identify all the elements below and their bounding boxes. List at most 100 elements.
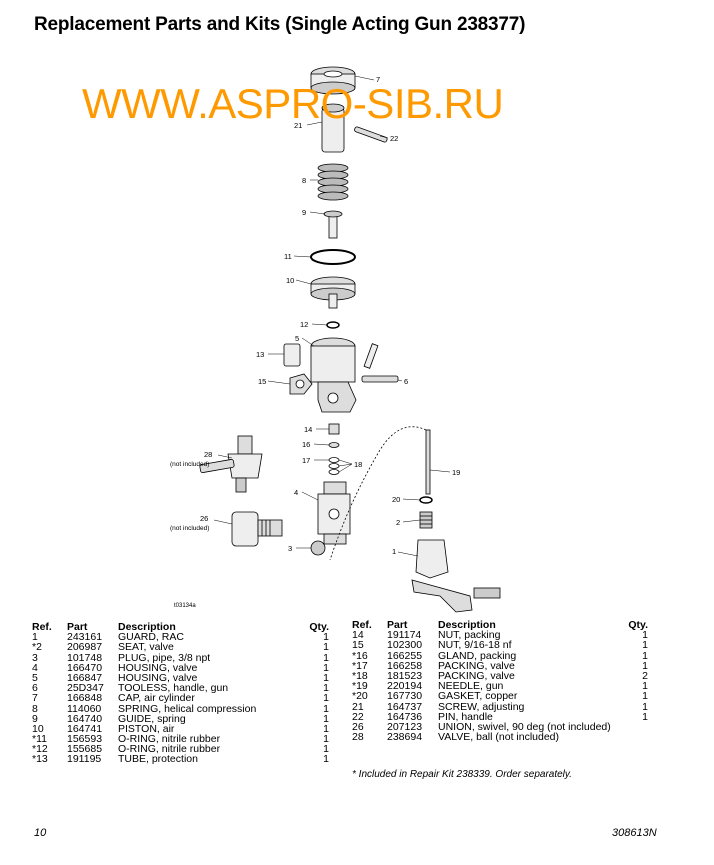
cell-qty: 1 [323, 753, 329, 766]
cell-qty: 1 [323, 743, 329, 756]
part-9-guide [323, 210, 343, 239]
cell-qty: 1 [323, 682, 329, 695]
cell-qty: 1 [323, 641, 329, 654]
callout-2: 2 [396, 518, 400, 527]
callout-16: 16 [302, 440, 310, 449]
callout-7: 7 [376, 75, 380, 84]
header-part: Part [67, 621, 88, 633]
callout-28: 28 [204, 450, 212, 459]
callout-28-note: (not included) [170, 461, 209, 468]
cell-ref: 26 [352, 720, 364, 733]
cell-ref: 9 [32, 712, 38, 725]
cell-description: O-RING, nitrile rubber [118, 743, 221, 756]
cell-description: HOUSING, valve [118, 661, 198, 674]
cell-part: 191174 [387, 629, 422, 642]
part-19-needle [329, 426, 431, 561]
cell-ref: *18 [352, 669, 368, 682]
header-description: Description [438, 619, 496, 631]
part-15-nut [289, 373, 313, 395]
cell-ref: 7 [32, 692, 38, 705]
callout-22: 22 [390, 134, 398, 143]
cell-qty: 1 [642, 629, 648, 642]
cell-ref: *20 [352, 690, 368, 703]
cell-ref: 28 [352, 731, 364, 744]
cell-part: 155685 [67, 743, 103, 756]
cell-description: NUT, 9/16-18 nf [438, 639, 512, 652]
cell-part: 166847 [67, 671, 103, 684]
cell-ref: 1 [32, 631, 38, 644]
cell-description: PIN, handle [438, 710, 493, 723]
cell-ref: *13 [32, 753, 48, 766]
cell-qty: 1 [323, 722, 329, 735]
cell-description: VALVE, ball (not included) [438, 731, 560, 744]
cell-description: GUIDE, spring [118, 712, 186, 725]
cell-ref: 14 [352, 629, 364, 642]
cell-part: 164741 [67, 722, 103, 735]
cell-ref: 6 [32, 682, 38, 695]
table-row: 14 191174 NUT, packing 1 [352, 629, 652, 642]
cell-part: 243161 [67, 631, 103, 644]
callout-1: 1 [392, 547, 396, 556]
cell-ref: 10 [32, 722, 44, 735]
part-7-cap [310, 66, 356, 95]
callout-26: 26 [200, 514, 208, 523]
part-6-handle [361, 343, 399, 383]
callout-12: 12 [300, 320, 308, 329]
cell-qty: 1 [642, 649, 648, 662]
cell-part: 166258 [387, 659, 423, 672]
part-5-housing [310, 337, 357, 413]
repair-kit-footnote: * Included in Repair Kit 238339. Order s… [352, 769, 572, 780]
cell-description: GUARD, RAC [118, 631, 184, 644]
callout-10: 10 [286, 276, 294, 285]
cell-part: 181523 [387, 669, 423, 682]
cell-description: SCREW, adjusting [438, 700, 525, 713]
part-11-o-ring [310, 249, 356, 265]
callout-21: 21 [294, 121, 302, 130]
callout-26-note: (not included) [170, 525, 209, 532]
watermark: WWW.ASPRO-SIB.RU [82, 80, 504, 127]
part-4-valve-housing [317, 481, 351, 545]
cell-qty: 1 [642, 690, 648, 703]
callout-labels: 7 21 22 8 9 11 10 12 5 13 15 6 14 16 17 … [170, 75, 460, 556]
cell-description: NEEDLE, gun [438, 680, 504, 693]
part-16-gland [328, 442, 340, 448]
cell-description: GASKET, copper [438, 690, 518, 703]
header-ref: Ref. [352, 619, 372, 631]
cell-qty: 1 [323, 651, 329, 664]
callout-3: 3 [288, 544, 292, 553]
page-title: Replacement Parts and Kits (Single Actin… [34, 14, 526, 35]
callout-6: 6 [404, 377, 408, 386]
cell-description: PACKING, valve [438, 669, 515, 682]
header-part: Part [387, 619, 408, 631]
cell-qty: 1 [323, 661, 329, 674]
cell-part: 207123 [387, 720, 423, 733]
cell-description: NUT, packing [438, 629, 501, 642]
part-2-seat [419, 511, 433, 529]
part-3-plug [310, 540, 326, 556]
cell-part: 220194 [387, 680, 423, 693]
cell-part: 166848 [67, 692, 103, 705]
cell-description: O-RING, nitrile rubber [118, 733, 221, 746]
callout-11: 11 [284, 252, 292, 261]
callout-20: 20 [392, 495, 400, 504]
cell-ref: *16 [352, 649, 368, 662]
cell-qty: 1 [323, 702, 329, 715]
cell-qty: 2 [642, 669, 648, 682]
cell-part: 25D347 [67, 682, 104, 695]
